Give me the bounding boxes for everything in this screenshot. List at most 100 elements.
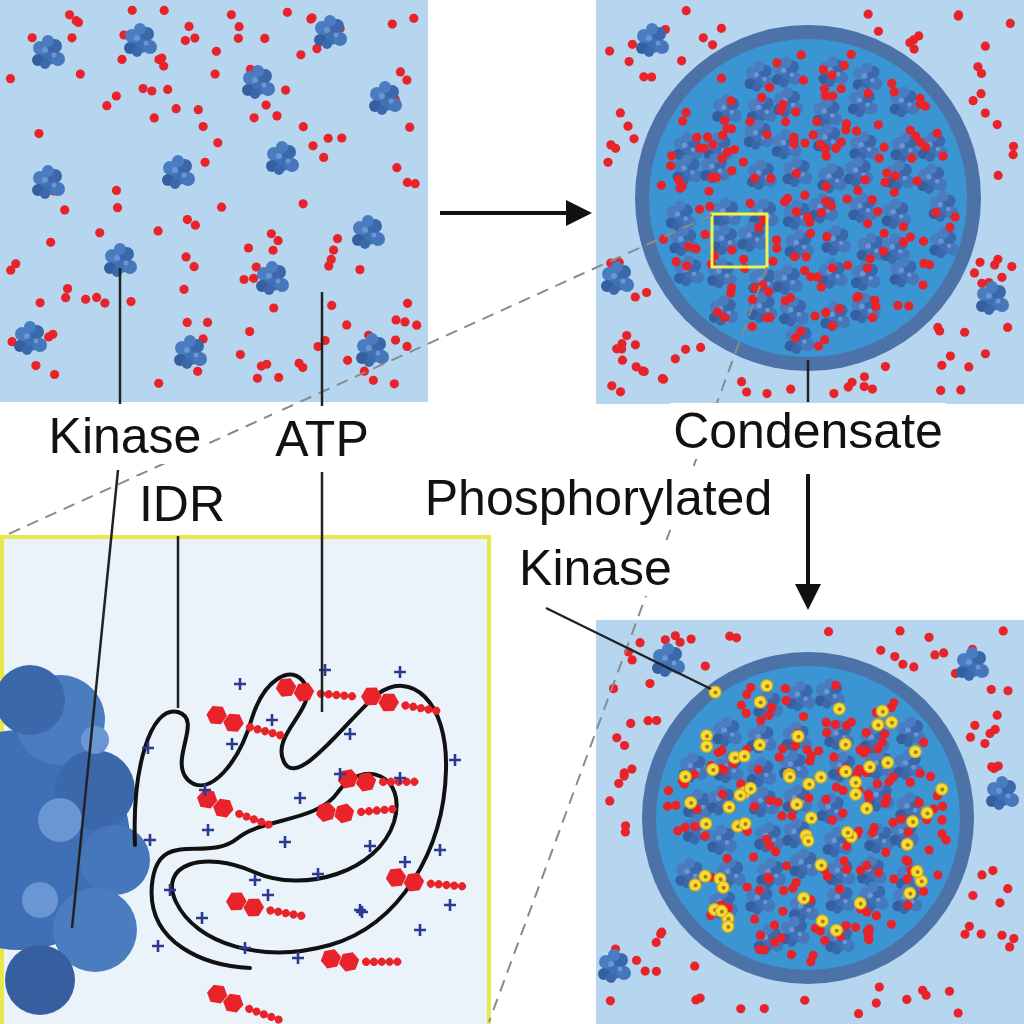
atp-dot	[976, 89, 985, 98]
atp-dot	[618, 356, 627, 365]
atp-dot	[800, 996, 809, 1005]
atp-dot	[726, 96, 735, 105]
atp-dot	[852, 293, 861, 302]
atp-dot	[611, 144, 620, 153]
atp-dot	[842, 119, 851, 128]
atp-dot	[791, 107, 800, 116]
atp-dot	[268, 246, 277, 255]
atp-dot	[296, 50, 305, 59]
atp-dot	[411, 179, 420, 188]
phospho-mark	[749, 787, 753, 791]
atp-dot	[831, 720, 840, 729]
atp-dot	[913, 176, 922, 185]
atp-dot	[658, 374, 667, 383]
phospho-mark	[846, 831, 850, 835]
positive-charge	[394, 772, 406, 784]
condensate-ring	[635, 25, 981, 371]
phospho-dot	[872, 719, 884, 731]
atp-dot	[1003, 884, 1012, 893]
kinase-protein	[14, 321, 47, 355]
atp-dot	[46, 238, 55, 247]
atp-dot	[890, 87, 899, 96]
phospho-dot	[744, 782, 756, 794]
atp-dot	[126, 297, 135, 306]
atp-dot	[690, 962, 699, 971]
atp-dot	[50, 370, 59, 379]
atp-dot	[720, 313, 729, 322]
atp-dot	[324, 261, 333, 270]
kinase-protein	[817, 163, 847, 194]
atp-dot	[970, 268, 979, 277]
atp-dot	[652, 716, 661, 725]
atp-dot	[403, 299, 412, 308]
atp-dot	[860, 372, 869, 381]
phospho-mark	[920, 880, 924, 884]
atp-dot	[635, 638, 644, 647]
atp-dot	[718, 790, 727, 799]
atp-dot	[997, 931, 1006, 940]
phospho-dot	[685, 797, 697, 809]
kinase-protein	[976, 281, 1009, 315]
atp-dot	[960, 930, 969, 939]
atp-dot	[200, 158, 209, 167]
phospho-dot	[833, 703, 845, 715]
atp-dot	[779, 886, 788, 895]
atp-dot	[783, 194, 792, 203]
atp-dot	[925, 260, 934, 269]
kinase-protein	[712, 94, 742, 125]
leader-lines	[72, 268, 808, 928]
atp-dot	[696, 343, 705, 352]
phospho-mark	[711, 768, 715, 772]
phospho-dot	[802, 835, 814, 847]
atp-dot	[391, 315, 400, 324]
atp-dot	[667, 151, 676, 160]
atp-dot	[723, 854, 732, 863]
atp-dot	[6, 74, 15, 83]
atp-dot	[824, 627, 833, 636]
atp-dot	[153, 226, 162, 235]
atp-dot	[641, 966, 650, 975]
kinase-protein	[892, 884, 922, 915]
atp-dot	[880, 143, 889, 152]
atp-dot	[699, 33, 708, 42]
atp-dot	[234, 22, 243, 31]
atp-dot	[778, 744, 787, 753]
phospho-dot	[907, 816, 919, 828]
atp-dot	[814, 746, 823, 755]
atp-dot	[193, 367, 202, 376]
phospho-dot	[815, 771, 827, 783]
atp-dot	[767, 703, 776, 712]
atp-dot	[847, 50, 856, 59]
inset-kinase	[0, 665, 150, 1015]
atp-dot	[821, 144, 830, 153]
atp-dot	[770, 920, 779, 929]
atp-dot	[954, 1008, 963, 1017]
atp-molecule	[383, 839, 468, 923]
atp-dot	[905, 38, 914, 47]
kinase-protein	[821, 225, 851, 256]
atp-dot	[956, 385, 965, 394]
atp-dot	[1005, 942, 1014, 951]
phospho-dot	[805, 812, 817, 824]
atp-dot	[820, 335, 829, 344]
phospho-dot	[738, 750, 750, 762]
atp-dot	[616, 108, 625, 117]
atp-dot	[772, 58, 781, 67]
atp-dot	[911, 132, 920, 141]
atp-dot	[329, 245, 338, 254]
atp-dot	[762, 389, 771, 398]
kinase-protein	[356, 333, 389, 367]
phospho-mark	[844, 770, 848, 774]
phospho-dot	[707, 764, 719, 776]
phospho-dot	[936, 783, 948, 795]
kinase-protein	[850, 293, 880, 324]
atp-dot	[810, 311, 819, 320]
phospho-mark	[906, 843, 910, 847]
atp-dot	[253, 374, 262, 383]
atp-dot	[822, 232, 831, 241]
kinase-protein	[709, 295, 739, 326]
atp-dot	[631, 292, 640, 301]
phospho-mark	[714, 691, 718, 695]
atp-dot	[895, 626, 904, 635]
atp-dot	[821, 308, 830, 317]
